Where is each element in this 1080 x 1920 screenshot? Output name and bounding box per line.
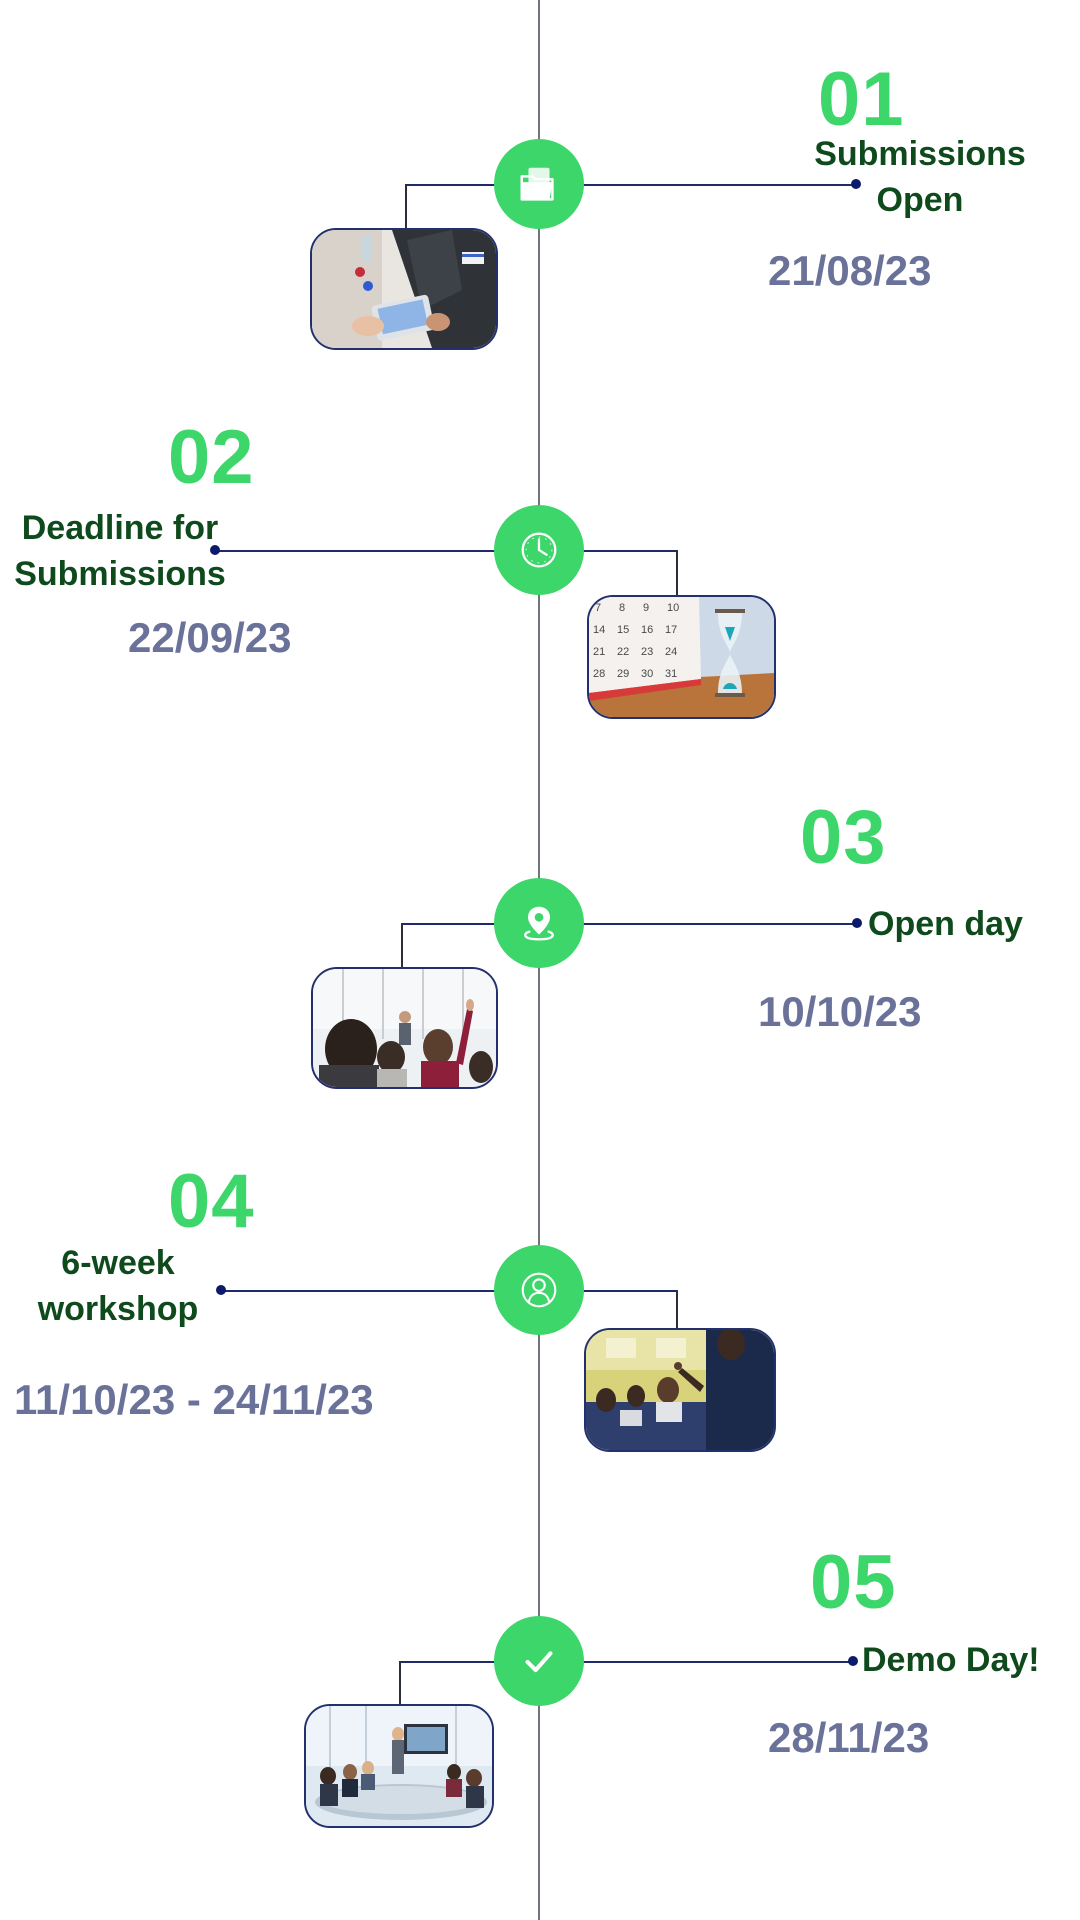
connector-line <box>583 1290 677 1292</box>
connector-dot <box>848 1656 858 1666</box>
svg-text:30: 30 <box>641 668 653 680</box>
step-label-line: Submissions <box>14 555 226 593</box>
connector-line <box>216 550 496 552</box>
connector-line <box>222 1290 496 1292</box>
connector-line <box>399 1661 495 1663</box>
step-label: Submissions Open <box>792 131 1048 223</box>
svg-text:7: 7 <box>595 602 601 614</box>
svg-text:15: 15 <box>617 624 629 636</box>
step-date: 10/10/23 <box>758 988 922 1035</box>
svg-text:16: 16 <box>641 624 653 636</box>
calendar-hourglass-photo: 7 8 9 10 14 15 16 17 21 22 23 24 28 29 30 31 <box>587 595 776 719</box>
connector-line <box>401 923 495 925</box>
step-date: 11/10/23 - 24/11/23 <box>14 1376 374 1423</box>
step-5-node <box>494 1616 584 1706</box>
step-2-node <box>494 505 584 595</box>
svg-text:14: 14 <box>593 624 605 636</box>
connector-line <box>583 550 677 552</box>
connector-line <box>583 1661 853 1663</box>
checkmark-icon <box>525 1651 553 1673</box>
step-date: 21/08/23 <box>768 247 932 294</box>
connector-dot <box>851 179 861 189</box>
svg-text:9: 9 <box>643 602 649 614</box>
connector-line <box>676 1290 678 1330</box>
connector-line <box>401 923 403 968</box>
location-pin-icon <box>524 906 554 941</box>
step-label-line: Open <box>876 181 964 219</box>
step-label-line: Deadline for <box>21 509 219 547</box>
step-date: 28/11/23 <box>768 1714 930 1761</box>
step-label-line: Submissions <box>814 135 1026 173</box>
boardroom-presentation-photo <box>304 1704 494 1828</box>
audience-raising-hand-photo <box>311 967 498 1089</box>
connector-line <box>676 550 678 596</box>
step-label-line: Open day <box>868 905 1023 943</box>
svg-text:23: 23 <box>641 646 653 658</box>
step-date: 22/09/23 <box>128 614 292 661</box>
folder-icon <box>520 167 554 201</box>
step-label-line: 6-week <box>61 1244 175 1282</box>
svg-text:24: 24 <box>665 646 677 658</box>
step-4-node <box>494 1245 584 1335</box>
step-label-line: Demo Day! <box>862 1641 1040 1679</box>
connector-line <box>405 184 495 186</box>
connector-line <box>405 184 407 228</box>
connector-dot <box>852 918 862 928</box>
step-number: 04 <box>168 1159 255 1244</box>
svg-text:21: 21 <box>593 646 605 658</box>
step-1-node <box>494 139 584 229</box>
step-number: 01 <box>818 57 905 142</box>
tablet-meeting-photo <box>310 228 498 350</box>
svg-text:17: 17 <box>665 624 677 636</box>
clock-icon <box>521 532 557 568</box>
connector-line <box>399 1661 401 1706</box>
step-number: 03 <box>800 795 887 880</box>
step-label: Open day <box>868 901 1023 947</box>
svg-text:31: 31 <box>665 668 677 680</box>
step-label: Deadline for Submissions <box>0 505 240 597</box>
step-label: Demo Day! <box>862 1637 1040 1683</box>
svg-text:29: 29 <box>617 668 629 680</box>
svg-text:28: 28 <box>593 668 605 680</box>
connector-line <box>583 923 857 925</box>
step-label: 6-week workshop <box>10 1240 226 1332</box>
step-label-line: workshop <box>37 1290 199 1328</box>
svg-text:22: 22 <box>617 646 629 658</box>
svg-text:10: 10 <box>667 602 679 614</box>
svg-text:8: 8 <box>619 602 625 614</box>
step-number: 02 <box>168 415 255 500</box>
connector-dot <box>216 1285 226 1295</box>
step-3-node <box>494 878 584 968</box>
connector-line <box>583 184 855 186</box>
workshop-classroom-photo <box>584 1328 776 1452</box>
step-number: 05 <box>810 1540 897 1625</box>
connector-dot <box>210 545 220 555</box>
user-icon <box>521 1272 557 1308</box>
